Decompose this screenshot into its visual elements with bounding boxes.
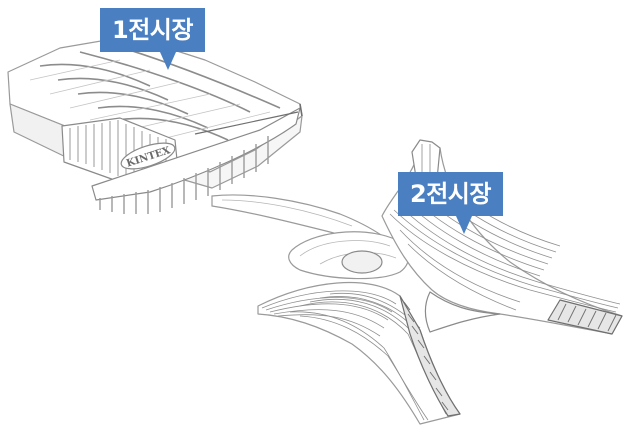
hall2-callout: 2전시장 [398,172,503,234]
hall2-callout-pointer [456,216,472,234]
hall1-label: 1전시장 [100,8,205,52]
hall1-callout-pointer [160,52,176,70]
connector [211,194,409,280]
hall1-callout: 1전시장 [100,8,205,70]
hall2-label: 2전시장 [398,172,503,216]
hall2-left-wing-face [399,295,461,417]
connector-hole [341,250,383,274]
hall2-right-wing-face [547,299,623,335]
hall1-building: KINTEX [7,35,303,214]
hall2-center-gap [424,291,501,333]
hall1-canopy-legs [99,136,269,214]
hall1-logo-plate [120,142,176,170]
